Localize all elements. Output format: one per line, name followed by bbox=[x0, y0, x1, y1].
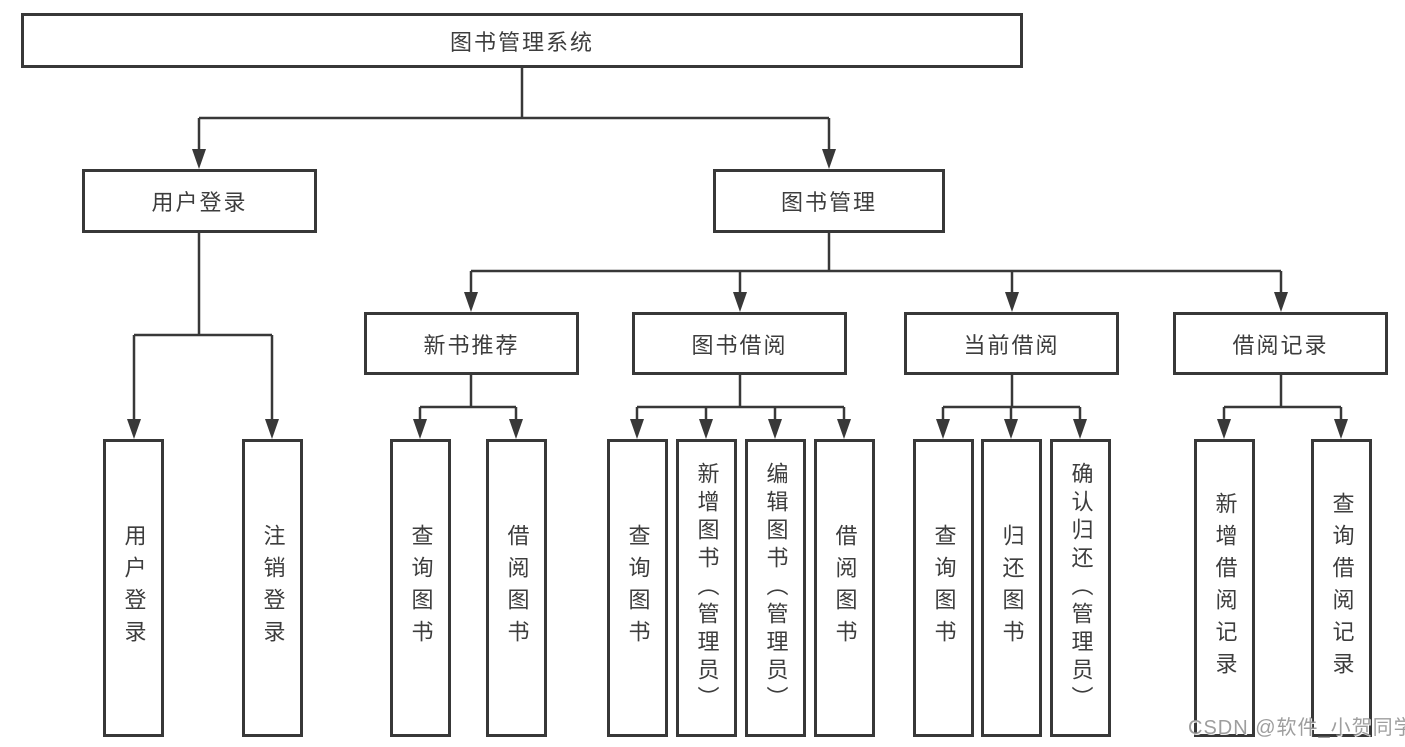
leaf-query-books-borrow-label: 查询图书 bbox=[625, 524, 651, 652]
leaf-query-books-recommend: 查询图书 bbox=[390, 439, 451, 737]
leaf-query-books-current-label: 查询图书 bbox=[931, 524, 957, 652]
leaf-borrow-books-recommend-label: 借阅图书 bbox=[504, 524, 530, 652]
csdn-watermark: CSDN @软件_小贺同学 bbox=[1188, 717, 1405, 739]
leaf-query-books-borrow: 查询图书 bbox=[607, 439, 668, 737]
leaf-edit-books-admin-label: 编辑图书（管理员） bbox=[763, 462, 789, 714]
leaf-add-books-admin-label: 新增图书（管理员） bbox=[694, 462, 720, 714]
leaf-return-books: 归还图书 bbox=[981, 439, 1042, 737]
arrowheads bbox=[127, 149, 1348, 439]
node-root-system: 图书管理系统 bbox=[21, 13, 1023, 68]
node-current-borrow-label: 当前借阅 bbox=[963, 332, 1060, 358]
leaf-edit-books-admin: 编辑图书（管理员） bbox=[745, 439, 806, 737]
node-root-label: 图书管理系统 bbox=[449, 29, 594, 55]
leaf-query-books-recommend-label: 查询图书 bbox=[408, 524, 434, 652]
node-book-management-label: 图书管理 bbox=[780, 190, 877, 215]
leaf-add-borrow-record: 新增借阅记录 bbox=[1194, 439, 1255, 737]
leaf-query-borrow-record: 查询借阅记录 bbox=[1311, 439, 1372, 737]
node-borrow-records: 借阅记录 bbox=[1173, 312, 1388, 375]
leaf-confirm-return-admin-label: 确认归还（管理员） bbox=[1068, 462, 1094, 714]
leaf-logout-label: 注销登录 bbox=[260, 524, 286, 652]
node-user-login-label: 用户登录 bbox=[151, 190, 248, 215]
leaf-add-borrow-record-label: 新增借阅记录 bbox=[1212, 492, 1238, 684]
node-book-management: 图书管理 bbox=[713, 169, 945, 233]
node-new-book-recommend: 新书推荐 bbox=[364, 312, 579, 375]
leaf-user-login: 用户登录 bbox=[103, 439, 164, 737]
node-book-borrow: 图书借阅 bbox=[632, 312, 847, 375]
node-borrow-records-label: 借阅记录 bbox=[1232, 332, 1329, 358]
leaf-user-login-label: 用户登录 bbox=[121, 524, 147, 652]
node-new-book-recommend-label: 新书推荐 bbox=[423, 332, 520, 358]
leaf-confirm-return-admin: 确认归还（管理员） bbox=[1050, 439, 1111, 737]
leaf-add-books-admin: 新增图书（管理员） bbox=[676, 439, 737, 737]
node-current-borrow: 当前借阅 bbox=[904, 312, 1119, 375]
leaf-logout: 注销登录 bbox=[242, 439, 303, 737]
leaf-query-borrow-record-label: 查询借阅记录 bbox=[1329, 492, 1355, 684]
leaf-borrow-books-label: 借阅图书 bbox=[832, 524, 858, 652]
leaf-borrow-books-recommend: 借阅图书 bbox=[486, 439, 547, 737]
node-user-login: 用户登录 bbox=[82, 169, 317, 233]
leaf-borrow-books: 借阅图书 bbox=[814, 439, 875, 737]
node-book-borrow-label: 图书借阅 bbox=[691, 332, 788, 358]
leaf-return-books-label: 归还图书 bbox=[999, 524, 1025, 652]
leaf-query-books-current: 查询图书 bbox=[913, 439, 974, 737]
